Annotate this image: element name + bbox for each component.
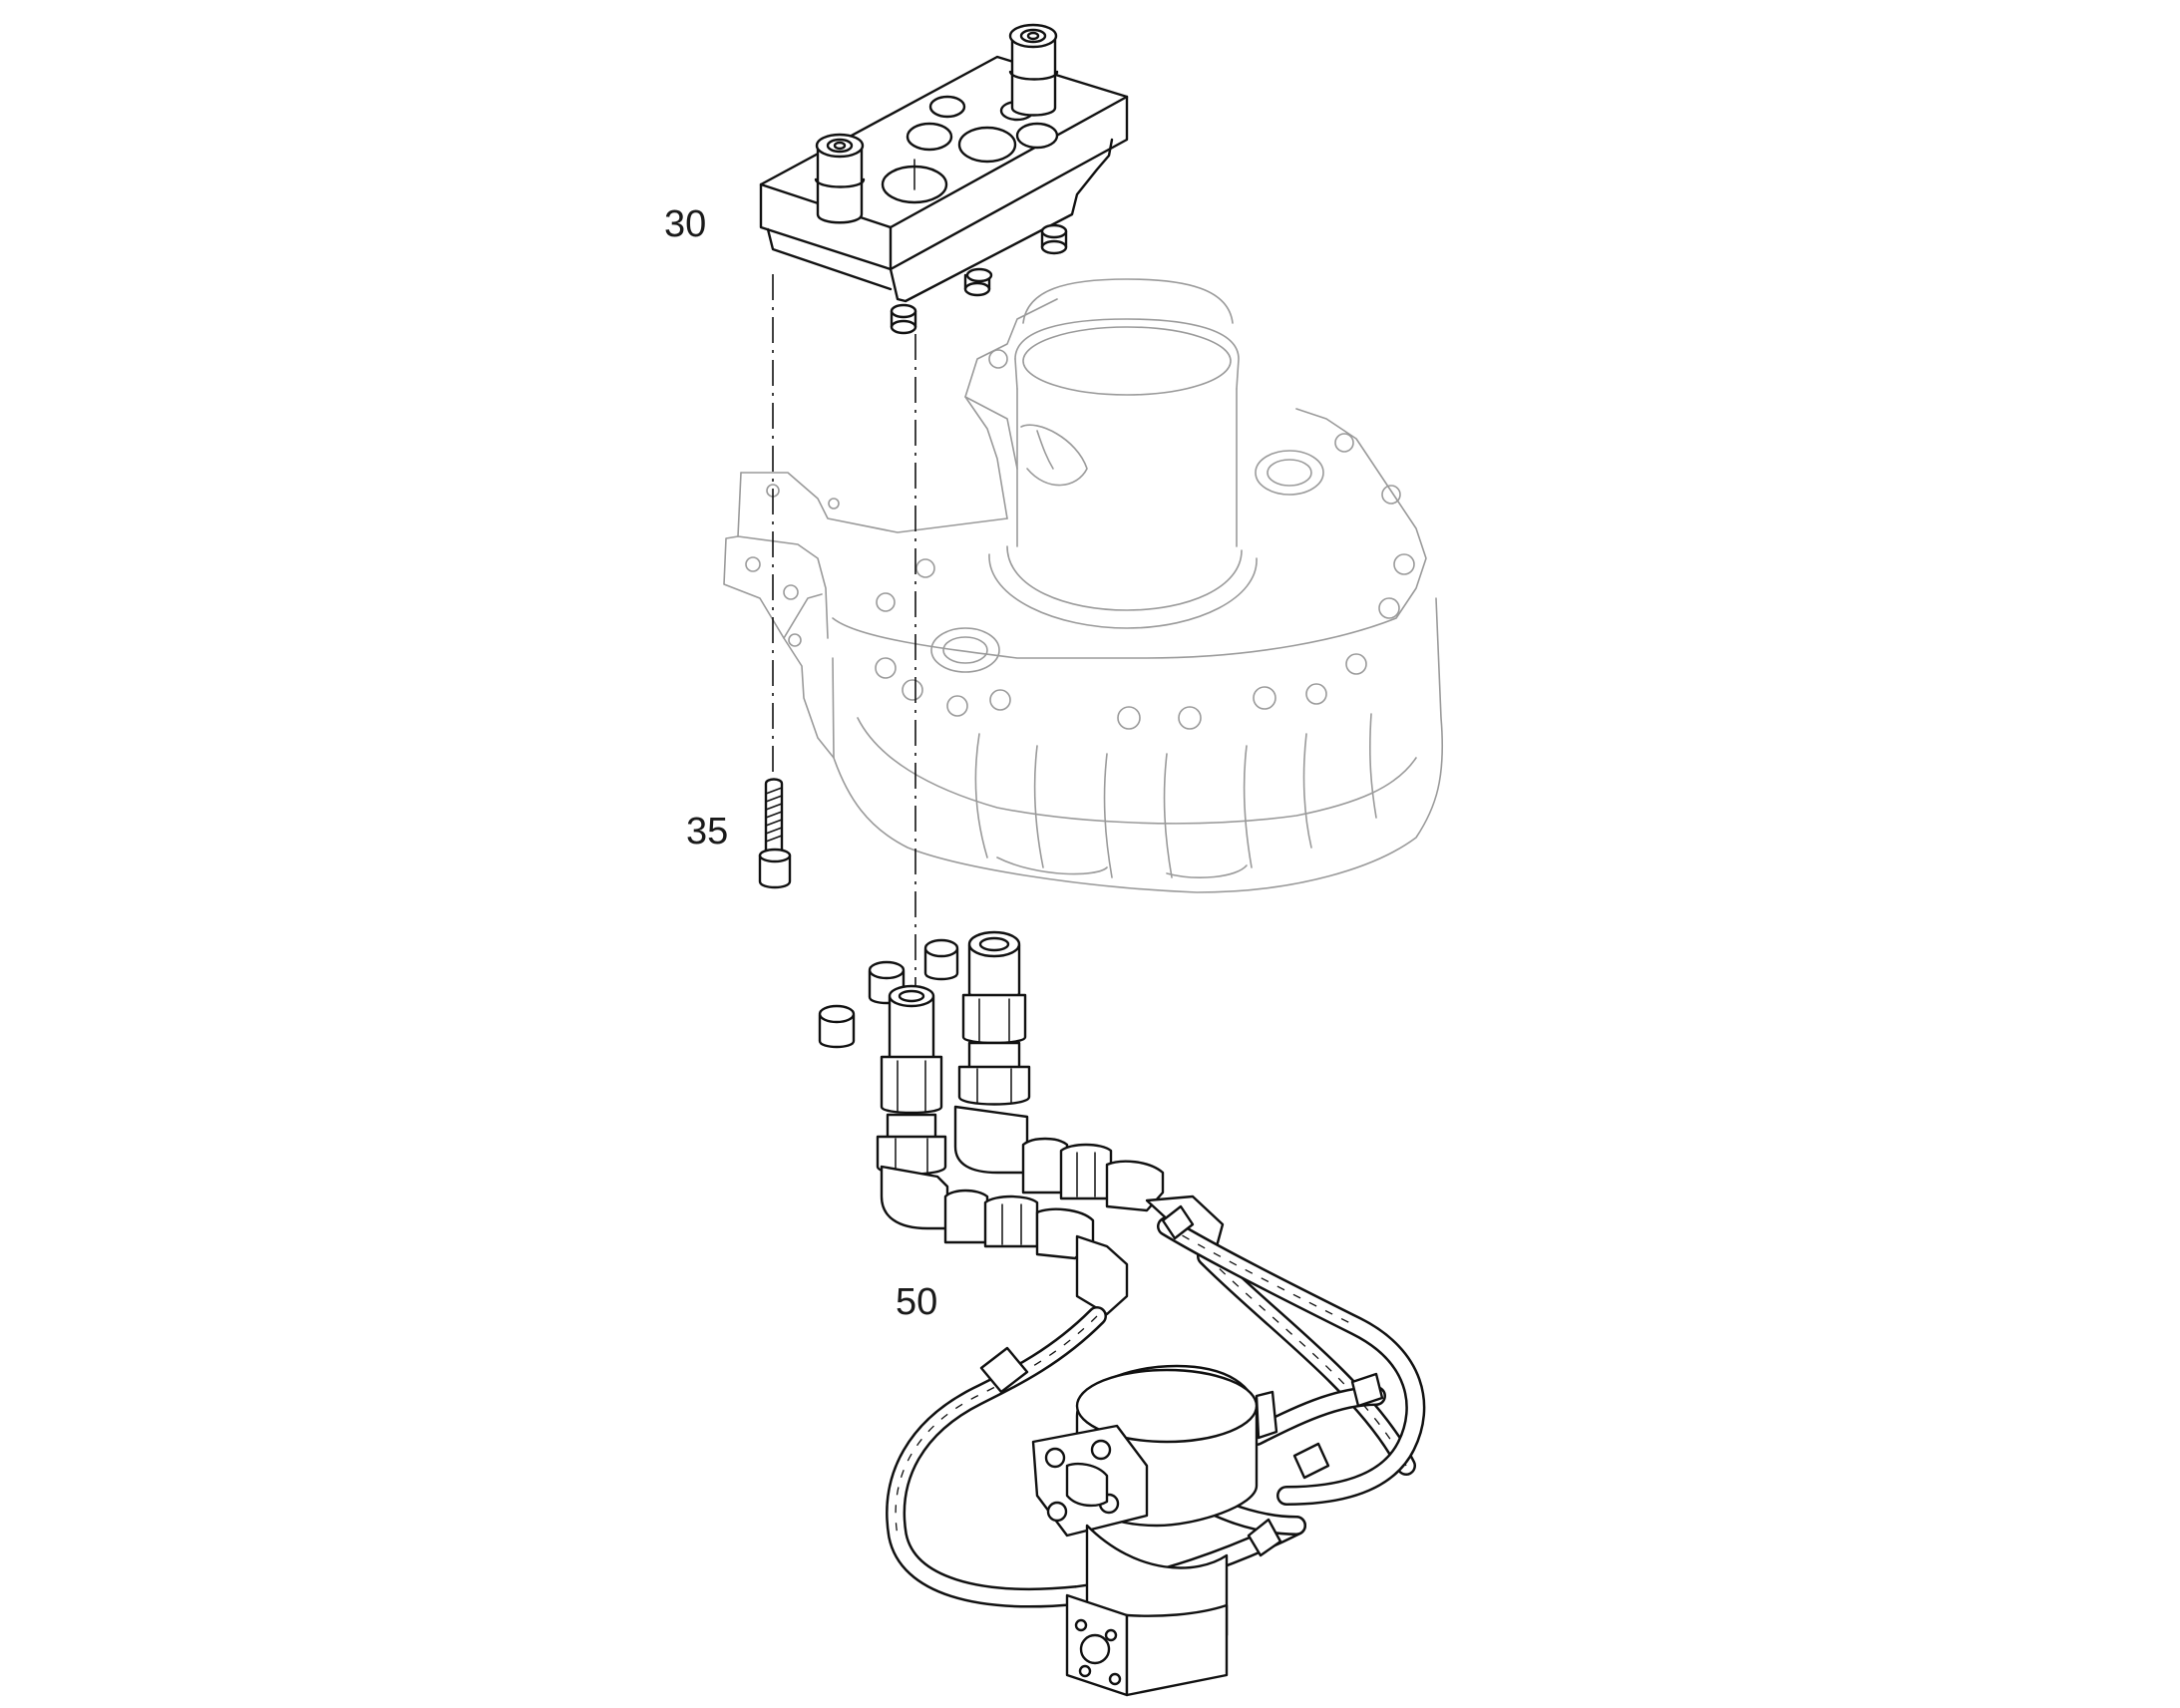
hose-fitting-right (957, 930, 1031, 1106)
block-fitting-left (814, 133, 866, 224)
part-35-cap-screw (758, 778, 792, 889)
callout-50: 50 (896, 1281, 937, 1323)
callout-35: 35 (686, 811, 728, 853)
elbow-fittings (880, 1105, 1225, 1316)
part-30-valve-block (759, 23, 1129, 335)
hose-fitting-left (876, 984, 947, 1176)
block-fitting-right (1008, 23, 1059, 117)
hose-manifold-body (1031, 1364, 1278, 1697)
housing-reference-ghost (723, 278, 1444, 893)
assembly-center-lines (772, 274, 916, 987)
callout-labels: 30 35 50 (664, 203, 937, 1323)
block-bolt-heads (890, 223, 1068, 335)
callout-30: 30 (664, 203, 706, 245)
part-50-hose-assembly (818, 930, 1426, 1697)
